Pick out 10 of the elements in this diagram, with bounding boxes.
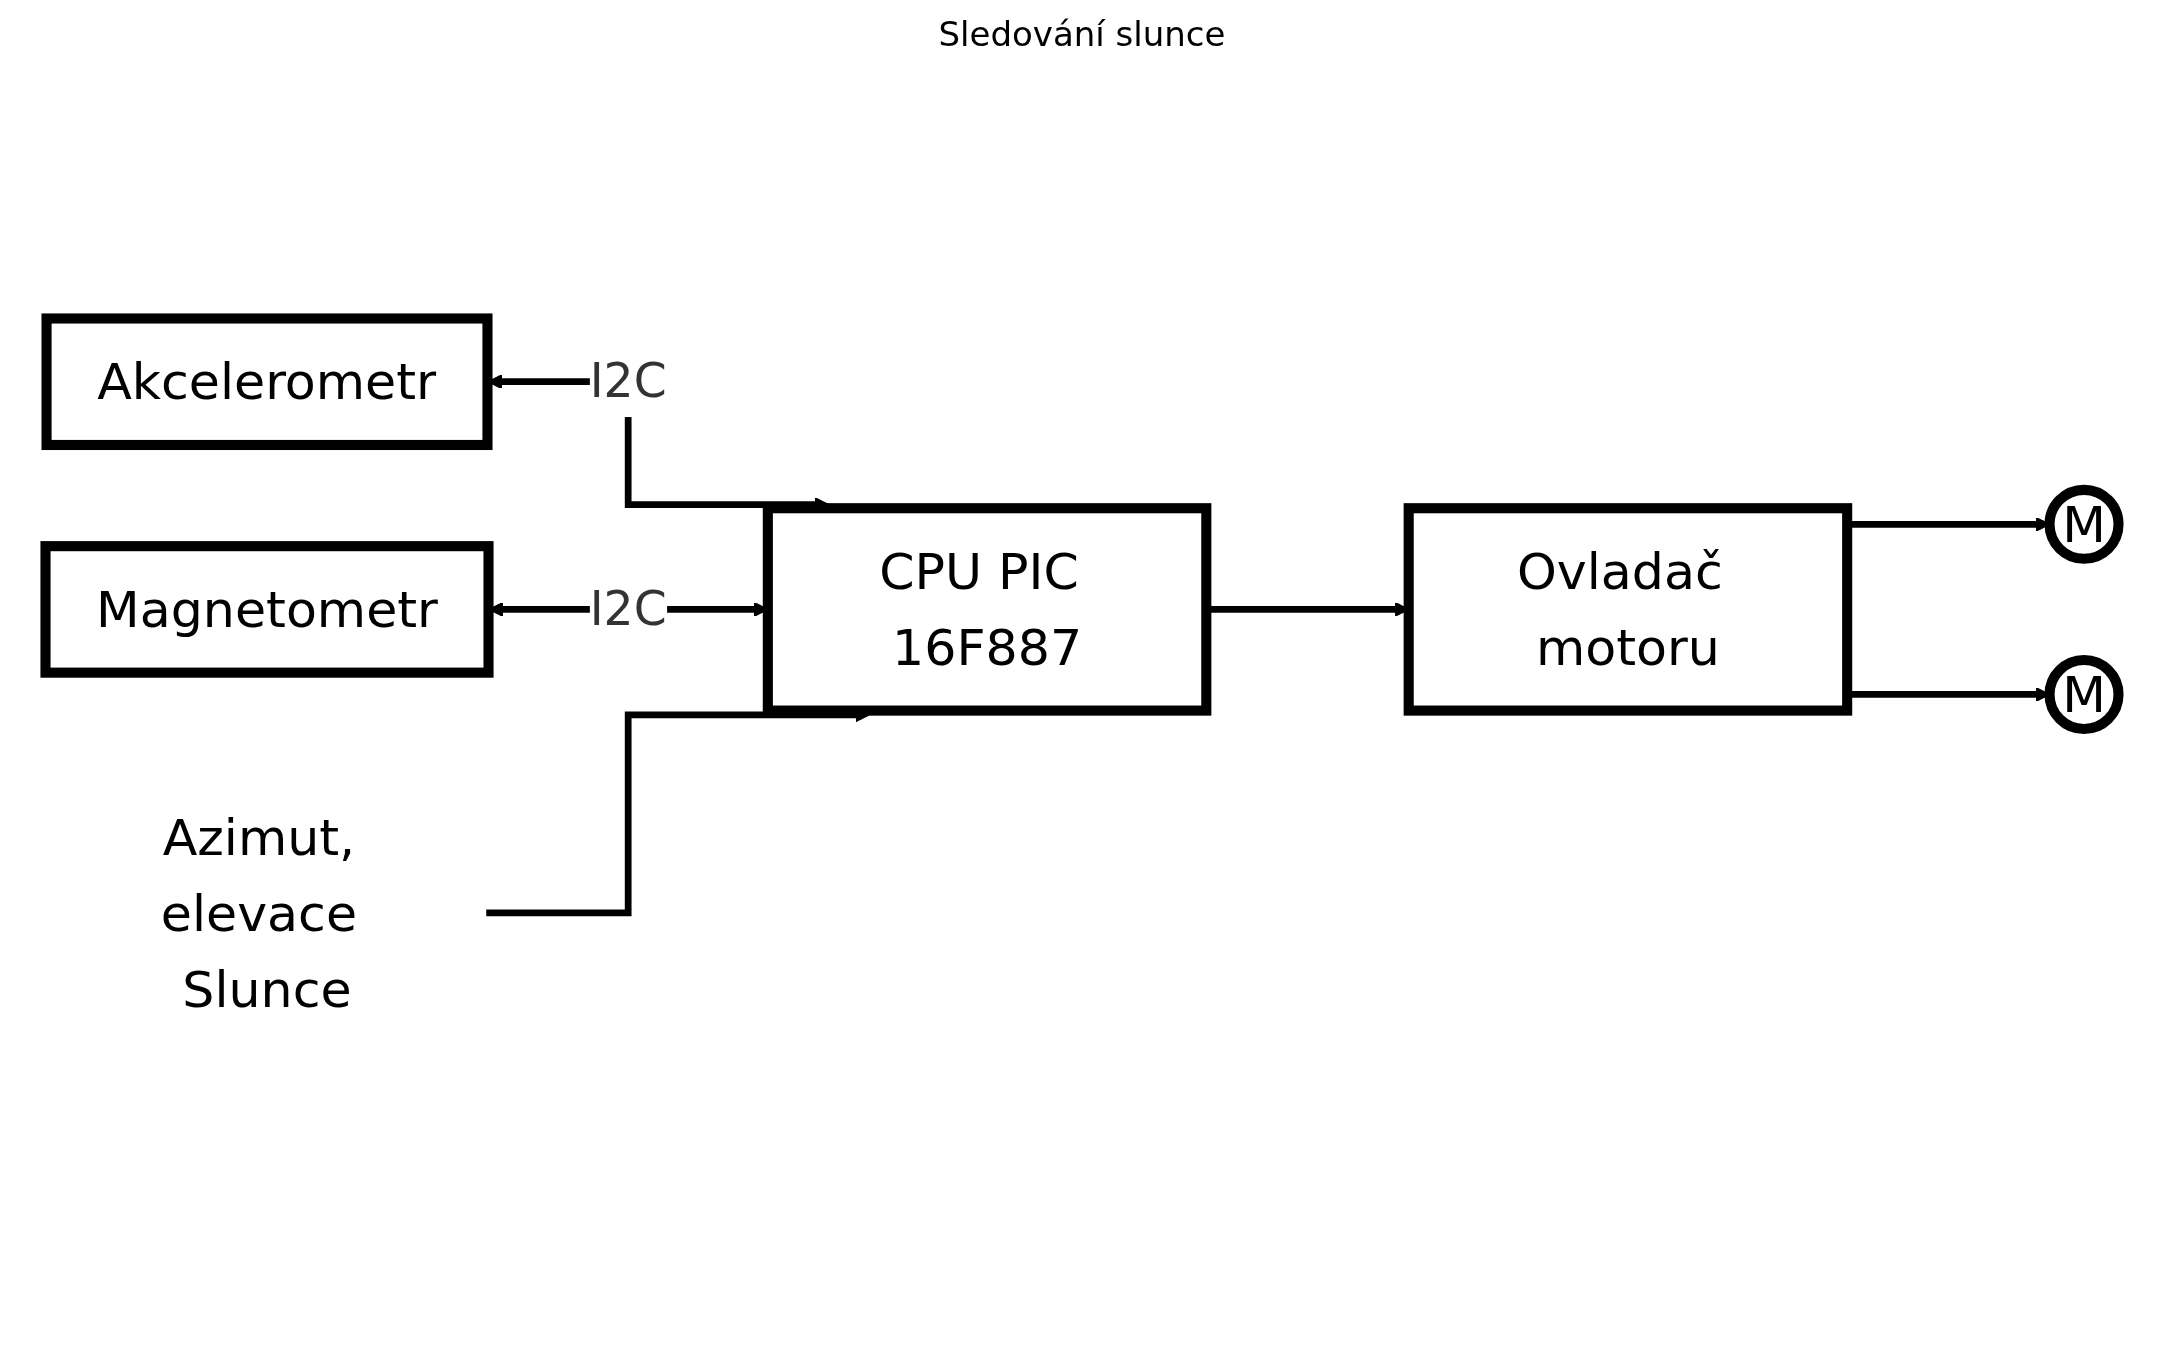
node-text: Azimut, elevace Slunce xyxy=(160,807,358,1019)
edge-label: I2C xyxy=(589,580,667,637)
node-box: Ovladač motoru xyxy=(1403,502,1853,716)
node-box: Magnetometr xyxy=(40,540,494,678)
node-circle: M xyxy=(2044,654,2124,734)
node-box: CPU PIC 16F887 xyxy=(762,502,1212,716)
diagram-title: Sledování slunce xyxy=(937,14,1227,54)
edge-label: I2C xyxy=(589,352,667,409)
node-box: Akcelerometr xyxy=(41,313,493,450)
node-circle: M xyxy=(2044,484,2124,564)
